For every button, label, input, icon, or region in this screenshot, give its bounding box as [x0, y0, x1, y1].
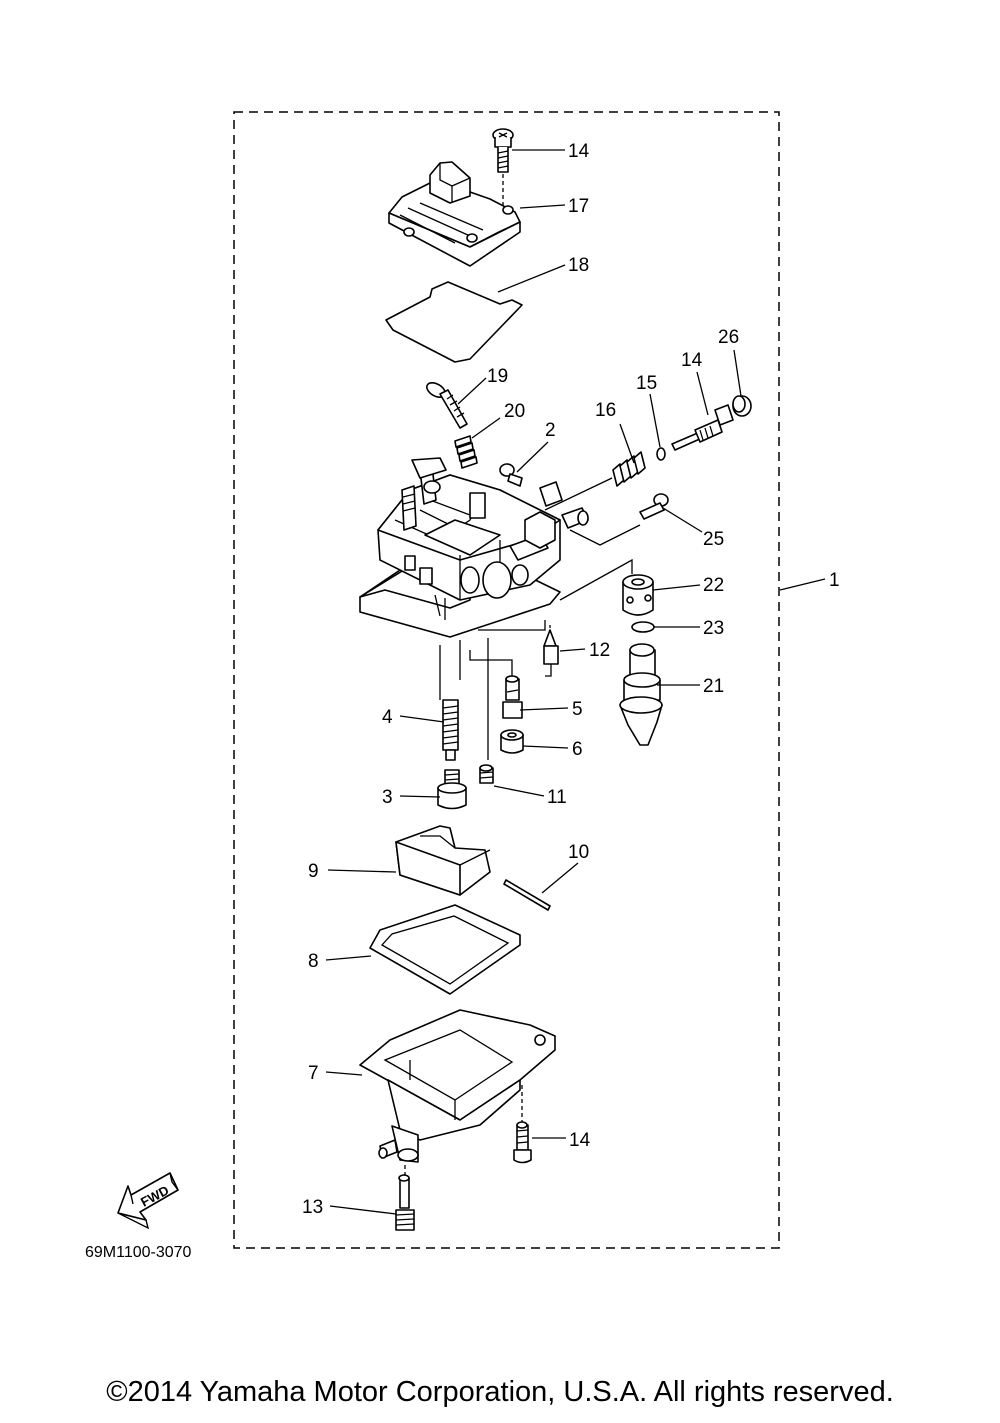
part-22-plunger: [619, 643, 663, 746]
part-5-jet-holder: [502, 675, 523, 719]
callout-9: 9: [308, 861, 319, 882]
callout-24: 23: [703, 618, 724, 639]
part-25-plug: [639, 493, 669, 520]
part-20-screw: [426, 381, 468, 429]
callout-6: 6: [572, 739, 583, 760]
callout-25: 25: [703, 529, 724, 550]
part-4-emulsion-tube: [442, 699, 459, 761]
callout-18: 17: [568, 196, 589, 217]
part-7-float-chamber: [359, 1009, 556, 1163]
part-17-spring: [612, 451, 646, 487]
part-26-cap: [732, 395, 752, 417]
callout-4: 4: [382, 707, 393, 728]
part-8-gasket: [369, 904, 521, 995]
callout-14-top: 14: [568, 141, 590, 162]
callout-21: 20: [504, 401, 525, 422]
callout-10: 10: [568, 842, 589, 863]
fwd-arrow-icon: FWD: [117, 1172, 179, 1230]
callout-20: 19: [487, 366, 508, 387]
part-21-spring: [454, 435, 478, 469]
part-19-gasket: [385, 281, 523, 363]
part-13-drain-screw: [395, 1165, 415, 1231]
callout-11: 11: [547, 787, 567, 808]
callout-labels: 14 17 18 19 20 2 16 15 14 26 25 1 22 23 …: [302, 141, 840, 1218]
callout-17: 16: [595, 400, 616, 421]
callout-22: 21: [703, 676, 724, 697]
callout-3: 3: [382, 787, 393, 808]
callout-1: 1: [829, 570, 840, 591]
part-6-main-jet: [500, 729, 524, 754]
part-15-pilot-screw: [671, 404, 734, 451]
part-14-screw-bottom: [513, 1085, 532, 1164]
callout-8: 8: [308, 951, 319, 972]
callout-12: 12: [589, 640, 610, 661]
part-23-sleeve: [622, 574, 654, 616]
callout-14-bottom: 14: [569, 1130, 591, 1151]
copyright-text: ©2014 Yamaha Motor Corporation, U.S.A. A…: [106, 1376, 894, 1408]
part-18-cover: [388, 161, 521, 267]
part-16-o-ring: [656, 447, 666, 461]
part-24-o-ring: [631, 621, 655, 633]
callout-5: 5: [572, 699, 583, 720]
callout-16: 15: [636, 373, 657, 394]
callout-19: 18: [568, 255, 589, 276]
callout-13: 13: [302, 1197, 323, 1218]
callout-7: 7: [308, 1063, 319, 1084]
callout-2: 2: [545, 420, 556, 441]
part-9-float: [395, 825, 491, 896]
part-11-plug: [479, 764, 494, 784]
part-1-carburetor-body: [359, 457, 589, 638]
fwd-label: FWD: [138, 1183, 171, 1210]
assembly-boundary: [233, 111, 780, 1249]
callout-23: 22: [703, 575, 724, 596]
part-14-screw-top: [492, 128, 514, 208]
leader-lines: [325, 149, 826, 1215]
callout-26: 26: [718, 327, 739, 348]
part-3-pilot-jet: [437, 769, 467, 810]
part-2-plug: [499, 463, 523, 487]
part-10-pin: [503, 879, 551, 911]
assembly-guide-lines: [439, 477, 641, 760]
diagram-code: 69M1100-3070: [85, 1244, 192, 1261]
part-12-needle-valve: [543, 629, 559, 677]
callout-15: 14: [681, 350, 703, 371]
